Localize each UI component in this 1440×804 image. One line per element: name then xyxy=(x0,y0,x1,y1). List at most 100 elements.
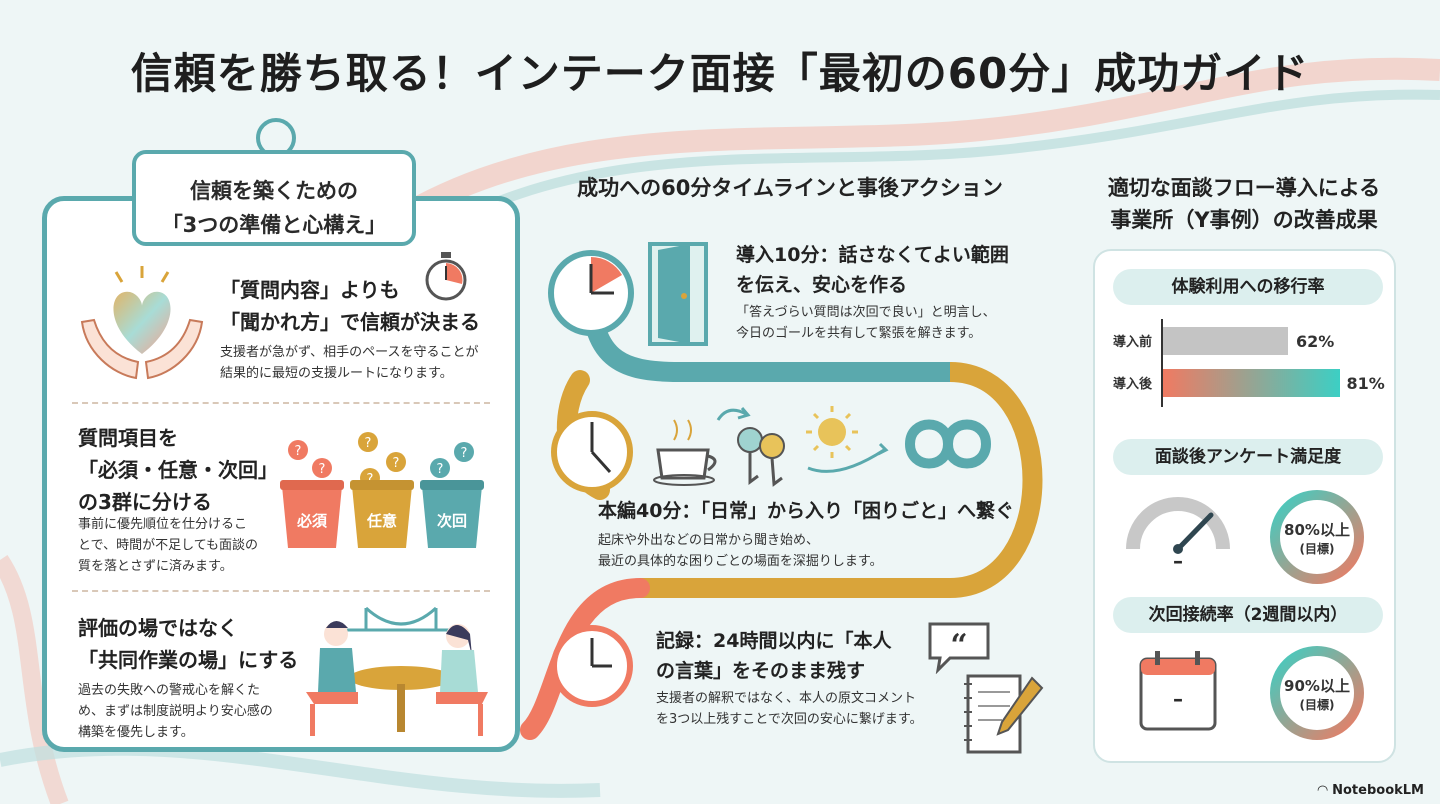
daily-life-icons xyxy=(653,406,992,487)
metric-satisfaction-label: 面談後アンケート満足度 xyxy=(1113,439,1383,475)
tip3-title: 評価の場ではなく 「共同作業の場」にする xyxy=(78,612,298,676)
swoosh-top xyxy=(373,57,1440,240)
svg-text:?: ? xyxy=(367,472,374,487)
clock-40min-icon xyxy=(551,411,633,493)
svg-text:?: ? xyxy=(461,446,468,461)
tip1-title-line1: 「質問内容」よりも xyxy=(220,278,400,302)
bar-before-label: 導入前 xyxy=(1113,335,1153,350)
step1-title-line1: 導入10分：話さなくてよい範囲 xyxy=(736,244,1009,266)
preparation-heading-line1: 信頼を築くための xyxy=(190,179,358,203)
svg-text:?: ? xyxy=(365,436,372,451)
step1-body: 「答えづらい質問は次回で良い」と明言し、 今日のゴールを共有して緊張を解きます。 xyxy=(736,302,996,344)
pot-label-next: 次回 xyxy=(436,512,467,530)
timeline-track-gold xyxy=(640,362,1043,598)
tip3-body-line1: 過去の失敗への警戒心を解くた xyxy=(78,683,261,698)
svg-text:?: ? xyxy=(393,456,400,471)
bar-before-value: 62% xyxy=(1296,332,1335,351)
quote-mark: “ xyxy=(950,628,967,663)
step3-body-line2: を3つ以上残すことで次回の安心に繋げます。 xyxy=(656,712,923,727)
metric-transition-label: 体験利用への移行率 xyxy=(1113,269,1383,305)
clock-10min-icon xyxy=(548,250,634,336)
step1-body-line1: 「答えづらい質問は次回で良い」と明言し、 xyxy=(736,305,996,320)
tip2-title-line3: の3群に分ける xyxy=(78,490,212,514)
step3-body: 支援者の解釈ではなく、本人の原文コメント を3つ以上残すことで次回の安心に繋げま… xyxy=(656,688,923,730)
gauge-value: – xyxy=(1173,549,1183,573)
open-door-icon xyxy=(648,242,708,346)
clock-record-icon xyxy=(551,625,633,707)
tip2-body-line1: 事前に優先順位を仕分けるこ xyxy=(78,517,248,532)
swoosh-bottom xyxy=(0,741,601,798)
step3-title-line1: 記録：24時間以内に「本人 xyxy=(656,630,892,652)
tip2-body-line3: 質を落とさずに済みます。 xyxy=(78,559,233,574)
calendar-icon xyxy=(1139,651,1217,731)
metric-continuation-label: 次回接続率（2週間以内） xyxy=(1113,597,1383,633)
tip3-body-line2: め、まずは制度説明より安心感の xyxy=(78,704,273,719)
step2-body: 起床や外出などの日常から聞き始め、 最近の具体的な困りごとの場面を深掘りします。 xyxy=(598,530,883,572)
continuation-target-line2: (目標) xyxy=(1299,698,1335,712)
bar-after-label: 導入後 xyxy=(1113,377,1153,392)
step1-title-line2: を伝え、安心を作る xyxy=(736,274,908,296)
bar-after xyxy=(1163,369,1341,397)
step2-title: 本編40分：「日常」から入り「困りごと」へ繋ぐ xyxy=(598,500,1014,522)
heart-hands-icon xyxy=(80,266,204,380)
swoosh-top-teal xyxy=(417,89,1440,245)
tip3-title-line2: 「共同作業の場」にする xyxy=(78,648,299,672)
results-panel: 体験利用への移行率 導入前 導入後 62% 81% 面談後アンケート満足度 – … xyxy=(1093,249,1396,763)
step2-body-line1: 起床や外出などの日常から聞き始め、 xyxy=(598,533,820,548)
bar-axis xyxy=(1161,319,1163,407)
tip1-body-line2: 結果的に最短の支援ルートになります。 xyxy=(220,366,453,381)
tip1-title-line2: 「聞かれ方」で信頼が決まる xyxy=(220,310,480,334)
collaboration-table-illustration xyxy=(306,606,488,736)
notebooklm-logo-icon: ◠ xyxy=(1317,783,1333,798)
tip3-title-line1: 評価の場ではなく xyxy=(78,616,238,640)
tip2-title-line2: 「必須・任意・次回」 xyxy=(78,458,278,482)
results-heading-line2: 事業所（Y事例）の改善成果 xyxy=(1110,208,1378,232)
calendar-value: – xyxy=(1173,687,1183,711)
results-heading-line1: 適切な面談フロー導入による xyxy=(1107,176,1381,200)
priority-pots-illustration: ? ? ? ? ? ? ? xyxy=(280,432,484,548)
timeline-heading: 成功への60分タイムラインと事後アクション xyxy=(577,176,1003,200)
notepad-pen-icon xyxy=(964,674,1044,754)
satisfaction-target-text: 80%以上 (目標) xyxy=(1267,519,1367,557)
pot-label-optional: 任意 xyxy=(366,512,397,530)
stopwatch-icon xyxy=(425,252,467,301)
continuation-target-text: 90%以上 (目標) xyxy=(1267,675,1367,713)
swoosh-bottom-left xyxy=(0,555,69,804)
satisfaction-target-line2: (目標) xyxy=(1299,542,1335,556)
svg-text:?: ? xyxy=(319,462,326,477)
tip2-body: 事前に優先順位を仕分けるこ とで、時間が不足しても面談の 質を落とさずに済みます… xyxy=(78,514,258,577)
step3-body-line1: 支援者の解釈ではなく、本人の原文コメント xyxy=(656,691,917,706)
tip1-title: 「質問内容」よりも 「聞かれ方」で信頼が決まる xyxy=(220,274,480,338)
speech-bubble-icon: “ xyxy=(928,622,990,674)
step1-body-line2: 今日のゴールを共有して緊張を解きます。 xyxy=(736,326,982,341)
pot-label-required: 必須 xyxy=(296,512,327,530)
preparation-heading-line2: 「3つの準備と心構え」 xyxy=(161,213,387,237)
bar-after-value: 81% xyxy=(1346,374,1385,393)
bar-before xyxy=(1163,327,1289,355)
satisfaction-target-ring xyxy=(1270,490,1364,584)
svg-text:?: ? xyxy=(437,462,444,477)
tip2-title: 質問項目を 「必須・任意・次回」 の3群に分ける xyxy=(78,422,278,518)
step3-title-line2: の言葉」をそのまま残す xyxy=(656,660,866,682)
tip2-title-line1: 質問項目を xyxy=(78,426,178,450)
continuation-target-ring xyxy=(1270,646,1364,740)
gauge-icon xyxy=(1126,497,1230,554)
results-heading: 適切な面談フロー導入による 事業所（Y事例）の改善成果 xyxy=(1070,172,1418,236)
step2-body-line2: 最近の具体的な困りごとの場面を深掘りします。 xyxy=(598,554,883,569)
tip2-body-line2: とで、時間が不足しても面談の xyxy=(78,538,259,553)
preparation-heading: 信頼を築くための 「3つの準備と心構え」 xyxy=(132,150,416,246)
brand-text: NotebookLM xyxy=(1332,783,1424,798)
satisfaction-target-line1: 80%以上 xyxy=(1284,521,1350,539)
tip3-body: 過去の失敗への警戒心を解くた め、まずは制度説明より安心感の 構築を優先します。 xyxy=(78,680,273,743)
divider xyxy=(72,590,490,592)
continuation-target-line1: 90%以上 xyxy=(1284,677,1350,695)
tip1-body: 支援者が急がず、相手のペースを守ることが 結果的に最短の支援ルートになります。 xyxy=(220,342,478,384)
brand-label: ◠ NotebookLM xyxy=(1318,783,1424,798)
step3-title: 記録：24時間以内に「本人 の言葉」をそのまま残す xyxy=(656,626,891,686)
svg-text:?: ? xyxy=(295,444,302,459)
divider xyxy=(72,402,490,404)
step1-title: 導入10分：話さなくてよい範囲 を伝え、安心を作る xyxy=(736,240,1009,300)
tip1-body-line1: 支援者が急がず、相手のペースを守ることが xyxy=(220,345,479,360)
tip3-body-line3: 構築を優先します。 xyxy=(78,725,194,740)
page-title: 信頼を勝ち取る！インテーク面接「最初の60分」成功ガイド xyxy=(130,49,1310,98)
